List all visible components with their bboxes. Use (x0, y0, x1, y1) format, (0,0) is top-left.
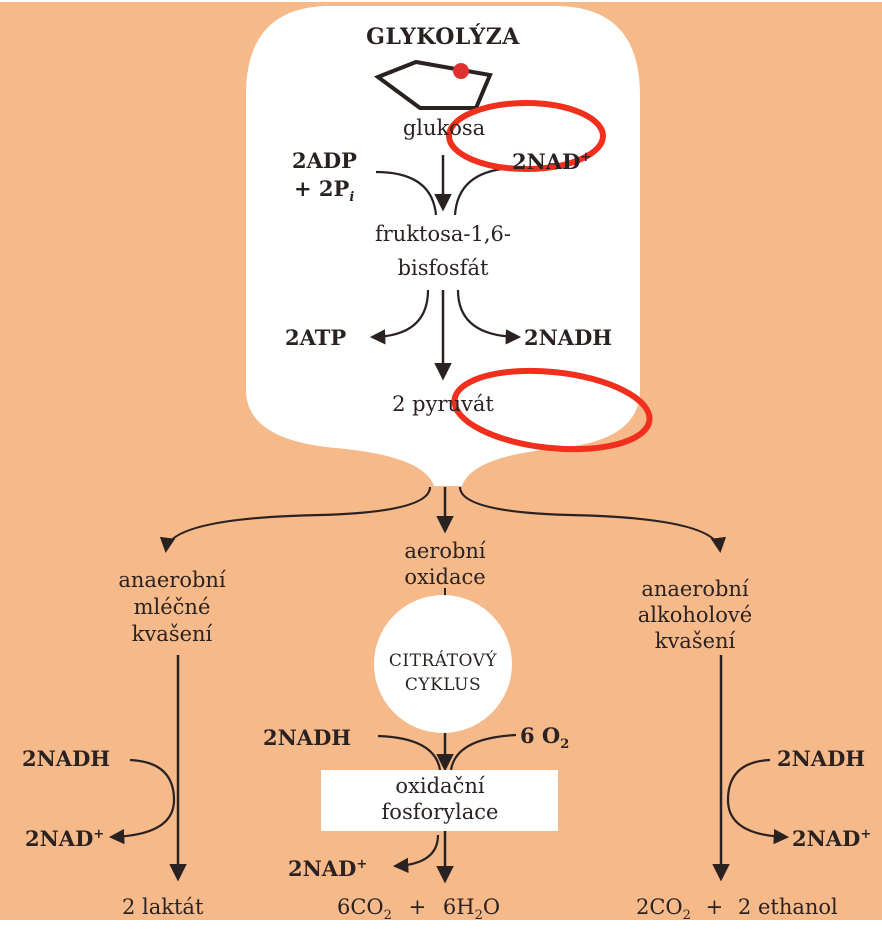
highlight-ellipse-bottom (451, 367, 653, 453)
arrow-center-nad-out (392, 834, 440, 874)
right-branch-line3: kvašení (654, 629, 736, 653)
label-glucose: glukosa (402, 116, 486, 140)
center-label-o2: 6 O2 (520, 723, 570, 753)
center-products: 6CO2 + 6H2O (337, 895, 501, 924)
arrow-to-left-branch (159, 486, 432, 554)
center-branch-line2: oxidace (404, 565, 486, 589)
arrow-left-nadh-cycle (108, 758, 176, 845)
glucose-molecule-icon (373, 59, 493, 110)
center-label-nad: 2NAD+ (288, 856, 368, 881)
left-branch-line2: mléčné (133, 595, 211, 619)
label-fructose-line1: fruktosa-1,6- (374, 222, 512, 246)
left-branch-line1: anaerobní (118, 568, 226, 592)
highlight-ellipse-top (446, 100, 606, 172)
arrow-atp-out (369, 289, 430, 345)
left-branch-line3: kvašení (131, 622, 213, 646)
oxidative-phosphorylation-box (321, 770, 558, 831)
arrow-adp-in (375, 170, 438, 216)
arrow-center-nadh-in (377, 734, 442, 771)
label-pyruvate: 2 pyruvát (392, 392, 494, 416)
left-label-nadh: 2NADH (22, 746, 111, 771)
label-adp: 2ADP (292, 148, 357, 173)
center-label-nadh: 2NADH (263, 725, 352, 750)
arrow-to-right-branch (458, 486, 727, 554)
left-label-nad: 2NAD+ (25, 826, 105, 851)
arrow-nadh-out (456, 289, 522, 345)
phosphorylation-line2: fosforylace (381, 800, 499, 824)
glycolysis-bubble (246, 6, 640, 486)
left-product-lactate: 2 laktát (122, 895, 204, 919)
label-nadh-out: 2NADH (524, 325, 613, 350)
right-branch-line2: alkoholové (637, 603, 753, 627)
right-branch-line1: anaerobní (641, 577, 749, 601)
center-branch-line1: aerobní (404, 539, 486, 563)
label-nad-in: 2NAD+ (512, 149, 592, 174)
label-fructose-line2: bisfosfát (397, 256, 489, 280)
right-label-nad: 2NAD+ (792, 826, 872, 851)
phosphorylation-line1: oxidační (395, 774, 485, 798)
arrow-right-nadh-cycle (726, 758, 790, 845)
citrate-cycle-circle (374, 595, 512, 733)
citrate-cycle-line1: CITRÁTOVÝ (388, 651, 498, 671)
arrow-center-o2-in (449, 733, 517, 771)
right-label-nadh: 2NADH (777, 746, 866, 771)
label-atp-out: 2ATP (285, 325, 347, 350)
diagram-title: GLYKOLÝZA (366, 24, 520, 50)
right-products: 2CO2 + 2 ethanol (636, 895, 838, 924)
label-phosphate: + 2Pi (294, 176, 355, 206)
citrate-cycle-line2: CYKLUS (404, 675, 482, 695)
